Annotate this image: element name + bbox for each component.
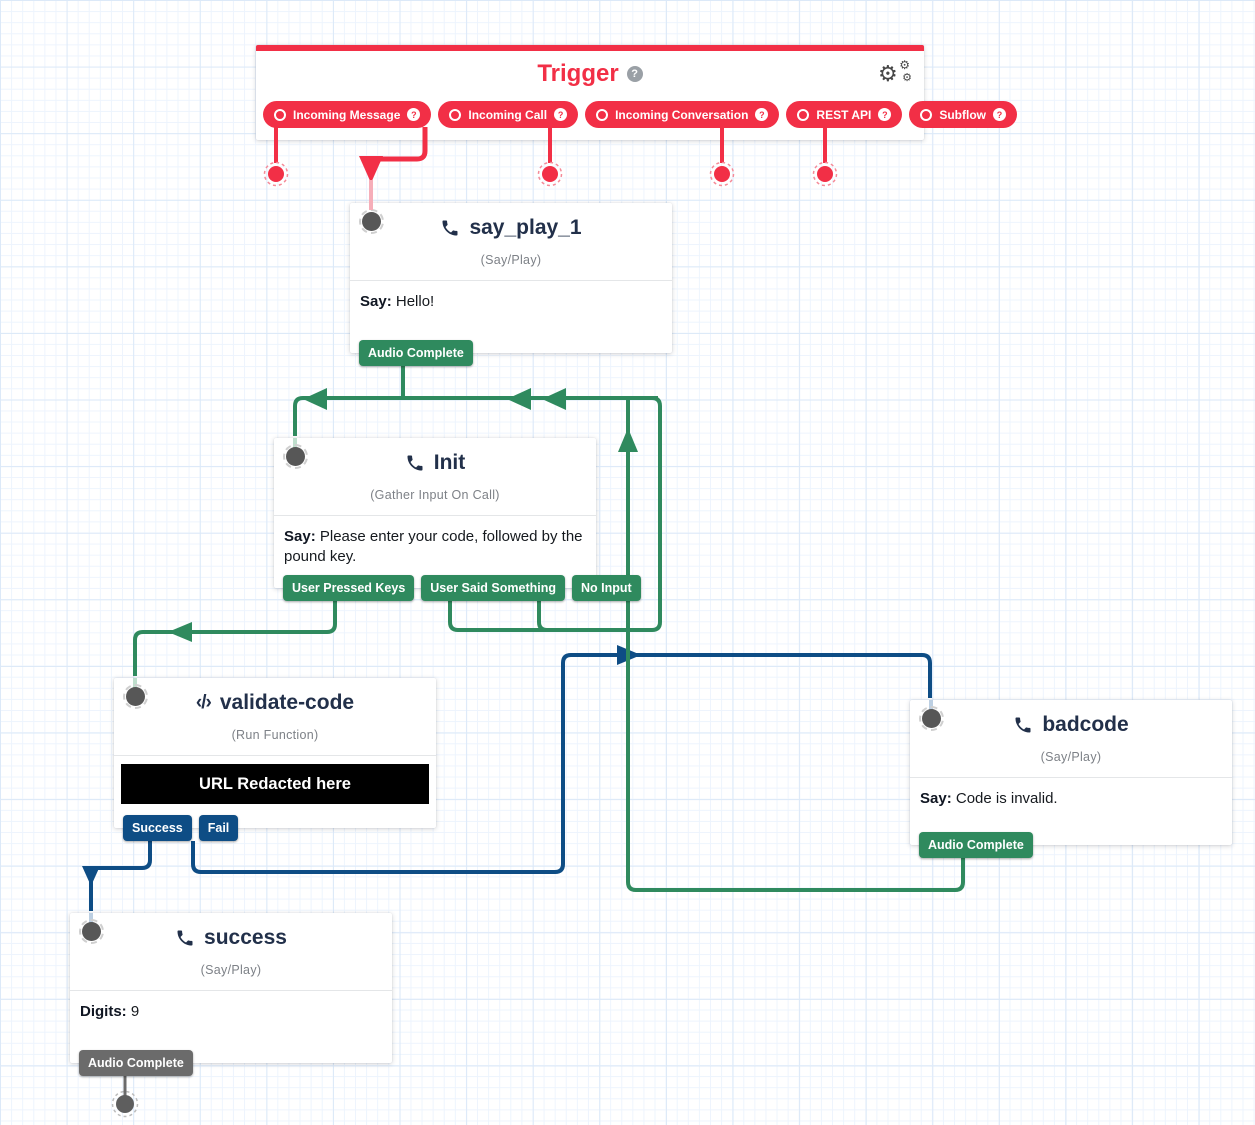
transition-audio-complete[interactable]: Audio Complete	[919, 832, 1033, 858]
connector-pressedkeys-to-validate	[133, 601, 337, 676]
question-circle-icon[interactable]: ?	[626, 66, 643, 82]
radio-circle-icon	[797, 108, 810, 121]
arrow-right-icon	[617, 645, 641, 665]
gears-icon[interactable]: ⚙ ⚙ ⚙	[878, 58, 912, 86]
question-circle-icon[interactable]: ?	[554, 108, 568, 121]
widget-title-row: say_play_1	[350, 216, 672, 240]
phone-icon	[1013, 715, 1033, 735]
pill-label: Incoming Conversation	[615, 107, 749, 122]
body-text: 9	[130, 1003, 140, 1020]
widget-badcode[interactable]: badcode (Say/Play) Say: Code is invalid.…	[910, 700, 1232, 858]
body-text: Hello!	[395, 293, 435, 310]
pill-label: Incoming Message	[293, 107, 401, 122]
body-label: Say:	[920, 790, 952, 807]
arrow-left-icon	[168, 622, 192, 642]
widget-title: success	[204, 926, 287, 949]
arrow-down-icon	[82, 866, 100, 886]
widget-type: (Say/Play)	[910, 750, 1232, 778]
transition-success[interactable]: Success	[123, 815, 192, 841]
arrow-left-icon	[303, 388, 327, 410]
widget-body: Say: Please enter your code, followed by…	[274, 516, 596, 577]
phone-icon	[175, 928, 195, 948]
widget-body: Say: Code is invalid.	[910, 778, 1232, 820]
trigger-widget[interactable]: Trigger ? ⚙ ⚙ ⚙ Incoming Message ? Incom…	[256, 45, 1017, 140]
entry-port-dot[interactable]	[79, 919, 104, 944]
dangling-port-dot[interactable]	[116, 1095, 134, 1113]
widget-type: (Say/Play)	[350, 253, 672, 281]
entry-stub	[89, 913, 93, 923]
radio-circle-icon	[274, 108, 286, 121]
connector-noinput-loop	[537, 601, 600, 632]
entry-port-dot[interactable]	[359, 209, 384, 234]
question-circle-icon[interactable]: ?	[407, 108, 421, 121]
code-icon: ‹/›	[195, 692, 212, 713]
radio-circle-icon	[920, 108, 933, 121]
radio-circle-icon	[449, 108, 462, 121]
trigger-title-row: Trigger ?	[256, 60, 924, 88]
pill-label: Subflow	[939, 107, 986, 122]
widget-title: validate-code	[219, 691, 355, 714]
widget-title-row: success	[70, 926, 392, 950]
phone-icon	[405, 453, 425, 473]
question-circle-icon[interactable]: ?	[878, 108, 892, 121]
transition-audio-complete[interactable]: Audio Complete	[359, 340, 473, 366]
transition-user-said-something[interactable]: User Said Something	[421, 575, 566, 601]
body-label: Digits:	[80, 1003, 127, 1020]
widget-type: (Say/Play)	[70, 963, 392, 991]
pill-label: REST API	[816, 107, 872, 122]
phone-icon	[440, 218, 460, 238]
widget-body: Say: Hello!	[350, 281, 672, 323]
body-label: Say:	[284, 528, 316, 545]
widget-success[interactable]: success (Say/Play) Digits: 9 Audio Compl…	[70, 913, 392, 1076]
widget-title-row: Init	[274, 451, 596, 475]
dangling-port-ring	[111, 1090, 139, 1118]
radio-circle-icon	[596, 108, 609, 121]
transition-no-input[interactable]: No Input	[572, 575, 641, 601]
widget-body: Digits: 9	[70, 991, 392, 1033]
transition-fail[interactable]: Fail	[198, 815, 239, 841]
entry-stub	[133, 678, 137, 688]
trigger-pill-subflow[interactable]: Subflow ?	[909, 101, 1017, 128]
widget-title: Init	[433, 451, 466, 474]
widget-validate-code[interactable]: ‹/› validate-code (Run Function) URL Red…	[114, 678, 436, 841]
entry-stub	[293, 438, 297, 448]
body-label: Say:	[360, 293, 392, 310]
widget-type: (Gather Input On Call)	[274, 488, 596, 516]
question-circle-icon[interactable]: ?	[993, 108, 1006, 121]
pill-label: Incoming Call	[468, 107, 548, 122]
trigger-pill-incoming-conversation[interactable]: Incoming Conversation ?	[585, 101, 780, 128]
trigger-pill-row: Incoming Message ? Incoming Call ? Incom…	[263, 101, 1017, 128]
question-circle-icon[interactable]: ?	[755, 108, 769, 121]
trigger-pill-rest-api[interactable]: REST API ?	[786, 101, 903, 128]
widget-init[interactable]: Init (Gather Input On Call) Say: Please …	[274, 438, 641, 601]
transition-user-pressed-keys[interactable]: User Pressed Keys	[283, 575, 415, 601]
entry-port-dot[interactable]	[919, 706, 944, 731]
widget-title-row: ‹/› validate-code	[114, 691, 436, 715]
widget-type: (Run Function)	[114, 728, 436, 756]
entry-port-dot[interactable]	[283, 444, 308, 469]
widget-title: badcode	[1042, 713, 1129, 736]
widget-title: say_play_1	[469, 216, 582, 239]
trigger-pill-incoming-message[interactable]: Incoming Message ?	[263, 101, 432, 128]
arrow-funnel-icon	[359, 156, 383, 183]
body-text: Please enter your code, followed by the …	[284, 528, 583, 565]
trigger-title: Trigger	[537, 60, 619, 87]
trigger-pill-incoming-call[interactable]: Incoming Call ?	[438, 101, 579, 128]
connector-success-to-success	[89, 841, 152, 911]
entry-port-dot[interactable]	[123, 684, 148, 709]
connector-trunk-to-init	[293, 396, 658, 436]
arrow-left-icon	[542, 388, 566, 410]
widget-title-row: badcode	[910, 713, 1232, 737]
body-text: Code is invalid.	[955, 790, 1058, 807]
function-url-box: URL Redacted here	[121, 764, 429, 804]
arrow-up-icon	[618, 428, 638, 452]
arrow-left-icon	[507, 388, 531, 410]
trigger-port-dots[interactable]	[263, 161, 838, 187]
widget-say-play-1[interactable]: say_play_1 (Say/Play) Say: Hello! Audio …	[350, 203, 672, 366]
transition-audio-complete[interactable]: Audio Complete	[79, 1050, 193, 1076]
